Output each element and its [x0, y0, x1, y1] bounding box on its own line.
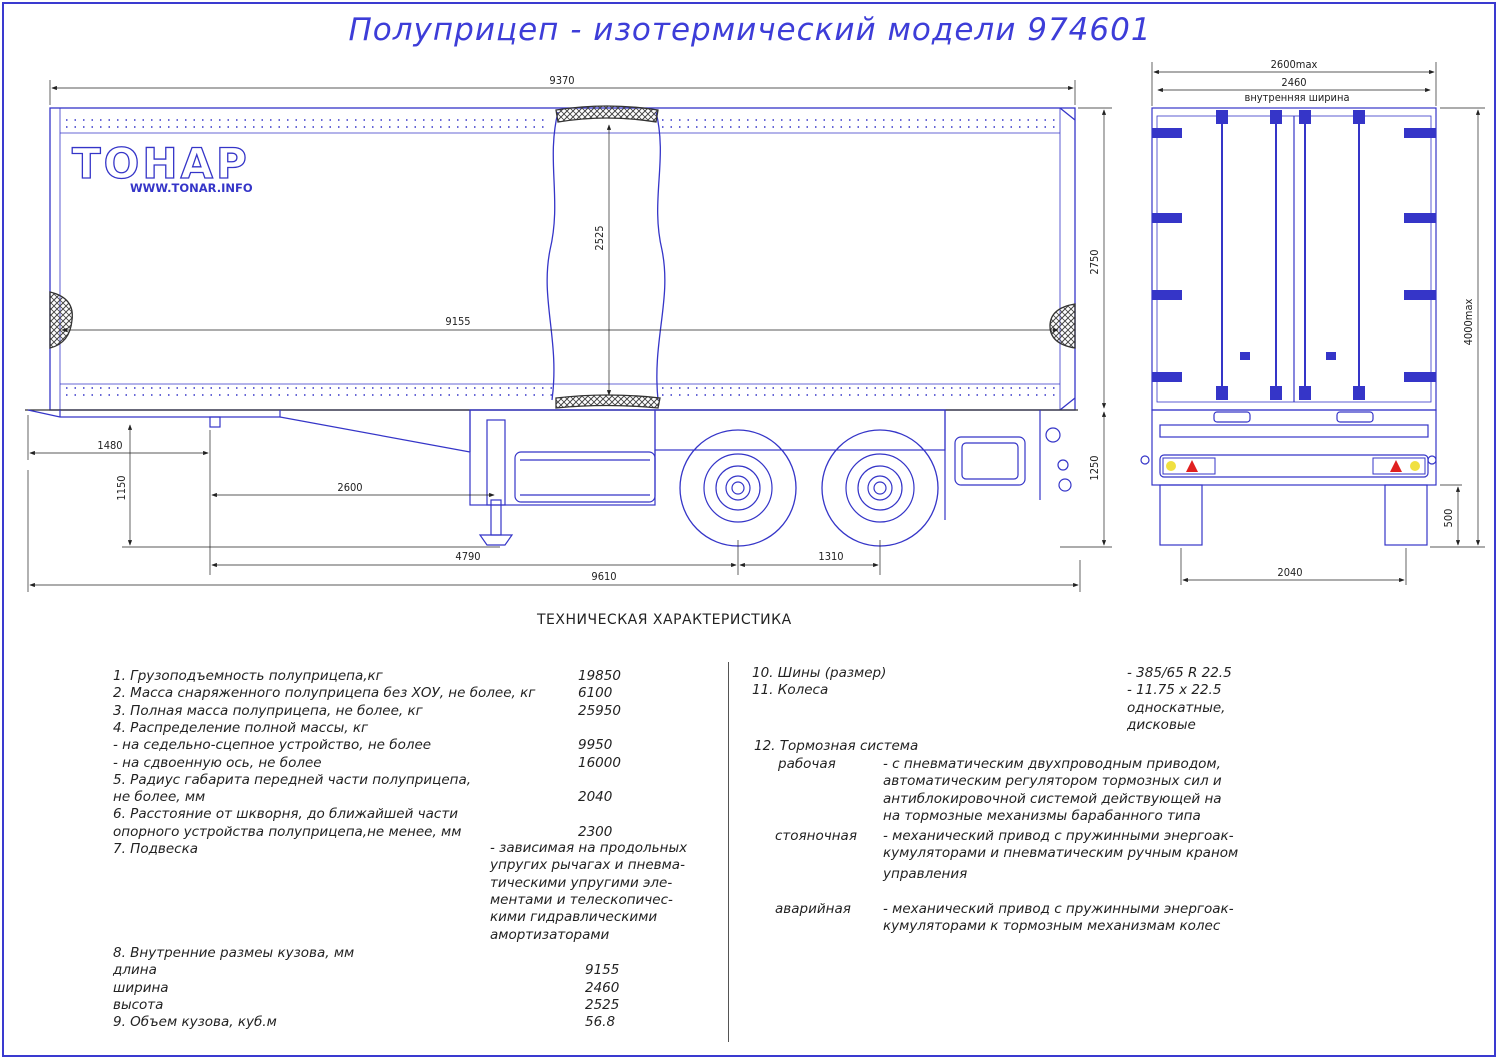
drawing-title: Полуприцеп - изотермический модели 97460…	[348, 12, 1152, 48]
wheel-front	[679, 429, 797, 547]
spec-label: высота	[113, 996, 164, 1013]
spec-value: односкатные,	[1127, 699, 1226, 716]
brake-line: - механический привод с пружинными энерг…	[883, 901, 1234, 917]
dim-2750: 2750	[1088, 249, 1101, 274]
spec-label: 2. Масса снаряженного полуприцепа без ХО…	[113, 685, 536, 702]
spec-value: 2460	[585, 979, 620, 996]
spec-label: 3. Полная масса полуприцепа, не более, к…	[113, 702, 423, 719]
spec-value: - 11.75 x 22.5	[1127, 682, 1222, 699]
spec-value: 6100	[578, 685, 613, 702]
spec-label: 11. Колеса	[752, 682, 829, 699]
dim-1150: 1150	[115, 475, 128, 500]
spec-label: не более, мм	[113, 789, 206, 806]
spec-label: ширина	[113, 979, 169, 996]
dim-2600: 2600	[337, 481, 362, 494]
spec-label: 8. Внутренние размеы кузова, мм	[113, 945, 355, 961]
tonar-logo: ТОНАР WWW.TONAR.INFO	[71, 138, 253, 195]
side-dimension-labels: 9370 9155 2525 2750 1250 1480 1150 2600 …	[97, 74, 1101, 583]
dim-500: 500	[1442, 509, 1455, 528]
dim-1310: 1310	[818, 550, 843, 563]
spec-left-bottom: 8. Внутренние размеы кузова, мм длина 915…	[113, 945, 633, 1040]
spec-value: 9155	[585, 962, 620, 979]
rear-lamps	[1162, 457, 1426, 475]
spec-value: 9950	[578, 737, 613, 754]
spec-value: - 385/65 R 22.5	[1127, 665, 1232, 681]
rear-view	[1140, 107, 1437, 546]
dim-2040: 2040	[1277, 566, 1302, 579]
spec-label: опорного устройства полуприцепа,не менее…	[113, 823, 462, 840]
spec-value: 2040	[578, 789, 613, 806]
brake-line: - с пневматическим двухпроводным приводо…	[883, 756, 1221, 772]
spec-label: - на сдвоенную ось, не более	[113, 754, 322, 771]
suspension-line: - зависимая на продольных	[490, 840, 688, 856]
spec-label: 7. Подвеска	[113, 841, 199, 857]
spec-label: - на седельно-сцепное устройство, не бол…	[113, 737, 432, 754]
spec-value: 2300	[578, 823, 613, 840]
spec-heading: ТЕХНИЧЕСКАЯ ХАРАКТЕРИСТИКА	[537, 612, 792, 628]
spec-label: 10. Шины (размер)	[752, 665, 887, 681]
brake-line: - механический привод с пружинными энерг…	[883, 828, 1234, 844]
spec-label: 9. Объем кузова, куб.м	[113, 1014, 277, 1031]
brake-kind: аварийная	[775, 901, 851, 917]
brake-line: автоматическим регулятором тормозных сил…	[883, 773, 1222, 790]
chassis	[25, 409, 1078, 547]
dim-2600max: 2600max	[1271, 58, 1318, 71]
spec-divider	[728, 662, 729, 1042]
suspension-line: упругих рычагах и пневма-	[490, 857, 685, 874]
spec-label: 1. Грузоподъемность полуприцепа,кг	[113, 668, 383, 684]
wheel-rear	[821, 429, 939, 547]
dim-9610: 9610	[591, 570, 616, 583]
dim-4000max: 4000max	[1462, 298, 1475, 345]
spec-value: 19850	[578, 668, 621, 684]
brake-line: управления	[883, 865, 968, 882]
dim-9370: 9370	[549, 74, 574, 87]
dim-2525: 2525	[593, 225, 606, 250]
svg-text:ТОНАР: ТОНАР	[72, 139, 250, 188]
suspension-description: - зависимая на продольных упругих рычага…	[490, 840, 720, 950]
rear-dimension-labels: 2600max 2460 внутренняя ширина 4000max 5…	[1244, 58, 1475, 579]
suspension-line: амортизаторами	[490, 926, 610, 943]
dim-1480: 1480	[97, 439, 122, 452]
svg-text:WWW.TONAR.INFO: WWW.TONAR.INFO	[130, 181, 253, 195]
spec-value: 2525	[585, 996, 620, 1013]
dim-4790: 4790	[455, 550, 480, 563]
spec-value: 56.8	[585, 1014, 616, 1031]
spec-label: 6. Расстояние от шкворня, до ближайшей ч…	[113, 806, 458, 823]
technical-drawing: ТОНАР WWW.TONAR.INFO	[25, 58, 1485, 592]
rear-dimensions	[1151, 62, 1485, 585]
brake-title: 12. Тормозная система	[754, 738, 919, 754]
spec-label: 4. Распределение полной массы, кг	[113, 719, 369, 736]
spec-value: дисковые	[1127, 716, 1196, 733]
brake-line: кумуляторами и пневматическим ручным кра…	[883, 845, 1239, 862]
brake-kind: рабочая	[778, 756, 836, 772]
suspension-line: тическими упругими эле-	[490, 874, 673, 891]
brake-kind: стояночная	[775, 828, 857, 844]
suspension-line: ментами и телескопичес-	[490, 891, 673, 908]
brake-line: антиблокировочной системой действующей н…	[883, 790, 1222, 807]
spec-value: 16000	[578, 754, 621, 771]
dim-2460: 2460	[1281, 76, 1306, 89]
spec-label: 5. Радиус габарита передней части полупр…	[113, 771, 472, 788]
spec-right-column: 10. Шины (размер) - 385/65 R 22.5 11. Коле…	[752, 665, 1472, 745]
brake-system: рабочая - с пневматическим двухпроводным …	[770, 756, 1470, 956]
dim-inner-width-label: внутренняя ширина	[1244, 91, 1349, 104]
side-dimensions	[27, 80, 1112, 592]
spec-left-column: 1. Грузоподъемность полуприцепа,кг 19850 2…	[113, 668, 633, 1038]
dim-1250: 1250	[1088, 455, 1101, 480]
spec-value: 25950	[578, 702, 621, 719]
brake-line: на тормозные механизмы барабанного типа	[883, 807, 1201, 824]
dim-9155: 9155	[445, 315, 470, 328]
spec-label: длина	[113, 962, 157, 979]
suspension-line: кими гидравлическими	[490, 909, 658, 926]
brake-line: кумуляторами к тормозным механизмам коле…	[883, 918, 1221, 935]
